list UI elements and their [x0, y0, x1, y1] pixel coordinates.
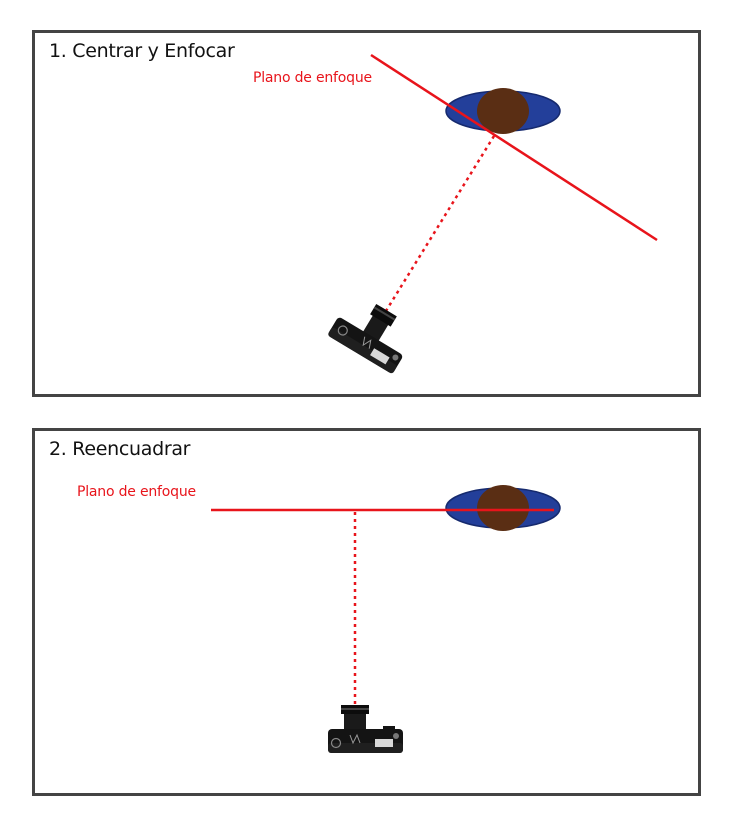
person-top-view-icon — [445, 88, 561, 134]
diagram-panel-reframe: 2. Reencuadrar Plano de enfoque — [32, 428, 701, 796]
diagram-panel-center-focus: 1. Centrar y Enfocar Plano de enfoque — [32, 30, 701, 397]
camera-icon — [328, 705, 403, 753]
scene-center-focus — [328, 53, 658, 374]
focus-plane-line — [370, 53, 658, 242]
focus-plane-label: Plano de enfoque — [77, 484, 196, 500]
camera-icon — [328, 303, 403, 374]
focus-plane-label: Plano de enfoque — [253, 70, 372, 86]
panel-title: 1. Centrar y Enfocar — [49, 40, 235, 62]
line-of-sight — [379, 135, 496, 320]
panel-title: 2. Reencuadrar — [49, 438, 191, 460]
scene-reframe — [211, 485, 561, 753]
person-top-view-icon — [445, 485, 561, 531]
